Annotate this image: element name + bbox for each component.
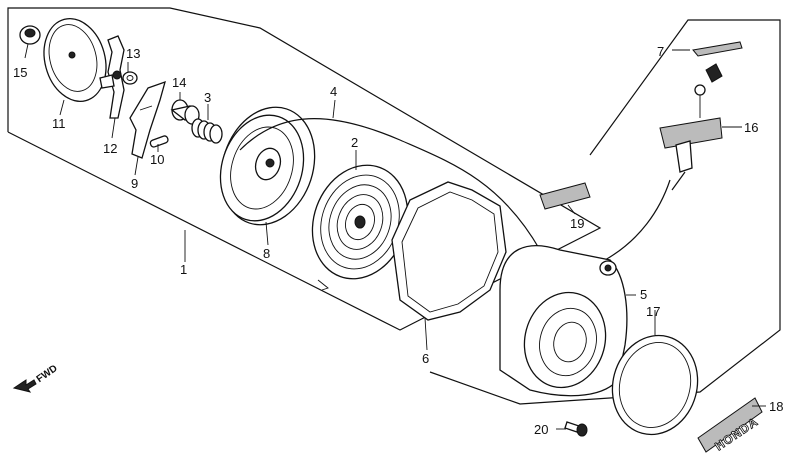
- part-label-3: 3: [204, 90, 211, 105]
- part-label-17: 17: [646, 304, 660, 319]
- part-3-spring: [191, 118, 223, 144]
- part-17-outer-cover: [611, 334, 699, 436]
- part-label-14: 14: [172, 75, 186, 90]
- part-label-10: 10: [150, 152, 164, 167]
- part-number-labels: 1 2 3 4 5 6 7 8 9 10 11 12 13 14 15 16 1…: [13, 44, 783, 437]
- part-label-13: 13: [126, 46, 140, 61]
- part-label-19: 19: [570, 216, 584, 231]
- part-2-recoil-spring: [311, 164, 409, 291]
- part-label-9: 9: [131, 176, 138, 191]
- part-label-6: 6: [422, 351, 429, 366]
- part-19-decal: [539, 182, 591, 210]
- part-16-starter-handle: [659, 63, 723, 191]
- part-7-tag: [692, 41, 743, 57]
- part-label-15: 15: [13, 65, 27, 80]
- part-5-starter-housing: [499, 245, 628, 397]
- part-20-bolt: [564, 421, 588, 437]
- part-label-8: 8: [263, 246, 270, 261]
- part-4-starter-rope: [239, 118, 671, 261]
- part-label-7: 7: [657, 44, 664, 59]
- part-14-collar: [170, 99, 200, 125]
- leader-lines: [24, 43, 766, 430]
- part-label-5: 5: [640, 287, 647, 302]
- part-12-ratchet-arm: [99, 35, 125, 119]
- fwd-direction-indicator: FWD: [12, 363, 60, 393]
- part-6-gasket: [391, 181, 507, 321]
- fwd-arrow-icon: [12, 379, 37, 393]
- part-label-12: 12: [103, 141, 117, 156]
- part-label-16: 16: [744, 120, 758, 135]
- part-label-11: 11: [52, 116, 66, 131]
- part-11-cover-plate: [43, 18, 107, 102]
- part-label-20: 20: [534, 422, 548, 437]
- part-9-ratchet-plate: [129, 80, 166, 159]
- part-13-washer: [122, 71, 138, 85]
- part-label-4: 4: [330, 84, 337, 99]
- part-10-pin: [149, 135, 169, 148]
- part-15-cap-nut: [19, 25, 41, 45]
- fwd-label: FWD: [35, 363, 60, 385]
- part-8-pulley: [219, 106, 316, 226]
- part-label-18: 18: [769, 399, 783, 414]
- part-label-2: 2: [351, 135, 358, 150]
- assembly-outline: [7, 7, 781, 405]
- part-label-1: 1: [180, 262, 187, 277]
